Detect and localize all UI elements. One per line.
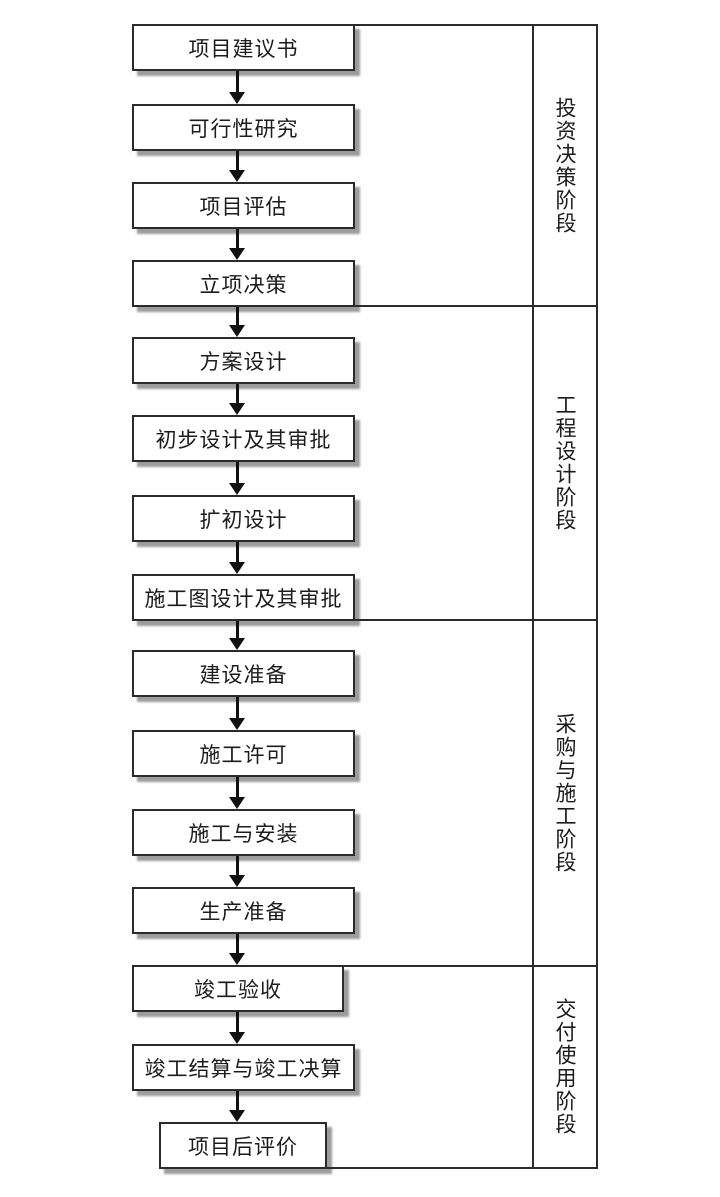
arrow-stem (235, 621, 239, 638)
flow-arrow (229, 542, 245, 574)
flow-step-box: 项目建议书 (132, 24, 355, 71)
arrow-stem (235, 1091, 239, 1110)
stage-label: 工程设计阶段 (553, 394, 577, 532)
stage-divider-bottom (325, 1167, 598, 1169)
stage-cell: 工程设计阶段 (534, 307, 596, 619)
stage-label: 投资决策阶段 (553, 96, 577, 235)
stage-cell: 采购与施工阶段 (534, 621, 596, 965)
arrow-stem (235, 856, 239, 875)
arrow-stem (235, 71, 239, 92)
arrow-stem (235, 542, 239, 562)
flow-step-box: 扩初设计 (132, 495, 355, 542)
arrow-down-icon (229, 325, 245, 337)
arrow-down-icon (229, 875, 245, 887)
flow-step-box: 项目评估 (132, 182, 355, 229)
arrow-stem (235, 462, 239, 483)
flow-step-box: 建设准备 (132, 650, 355, 697)
arrow-down-icon (229, 1110, 245, 1122)
arrow-stem (235, 384, 239, 403)
flow-step-box: 立项决策 (132, 260, 355, 307)
flow-arrow (229, 71, 245, 104)
arrow-down-icon (229, 638, 245, 650)
stage-divider (342, 965, 598, 967)
flow-arrow (229, 1091, 245, 1122)
arrow-down-icon (229, 483, 245, 495)
arrow-down-icon (229, 797, 245, 809)
flow-arrow (229, 384, 245, 415)
flow-step-box: 竣工验收 (132, 965, 344, 1012)
flow-step-box: 施工与安装 (132, 809, 355, 856)
stage-label: 采购与施工阶段 (553, 712, 577, 874)
arrow-down-icon (229, 1032, 245, 1044)
flow-step-box: 方案设计 (132, 337, 355, 384)
arrow-down-icon (229, 562, 245, 574)
flow-step-box: 项目后评价 (159, 1122, 327, 1169)
flow-step-box: 施工许可 (132, 730, 355, 777)
arrow-down-icon (229, 403, 245, 415)
arrow-down-icon (229, 718, 245, 730)
stage-label: 交付使用阶段 (553, 998, 577, 1136)
stage-column-left-line (532, 24, 534, 1169)
flow-arrow (229, 934, 245, 965)
flow-arrow (229, 621, 245, 650)
arrow-stem (235, 229, 239, 248)
stage-cell: 投资决策阶段 (534, 26, 596, 305)
arrow-down-icon (229, 170, 245, 182)
flow-arrow (229, 856, 245, 887)
arrow-down-icon (229, 92, 245, 104)
flow-arrow (229, 307, 245, 337)
arrow-down-icon (229, 248, 245, 260)
flow-arrow (229, 151, 245, 182)
flow-arrow (229, 1012, 245, 1044)
stage-divider (353, 305, 598, 307)
arrow-stem (235, 151, 239, 170)
arrow-stem (235, 777, 239, 797)
stage-cell: 交付使用阶段 (534, 967, 596, 1167)
flow-step-box: 竣工结算与竣工决算 (132, 1044, 355, 1091)
flow-step-box: 可行性研究 (132, 104, 355, 151)
stage-divider-top (353, 24, 598, 26)
arrow-stem (235, 1012, 239, 1032)
flow-arrow (229, 777, 245, 809)
flow-arrow (229, 697, 245, 730)
flow-arrow (229, 229, 245, 260)
stage-divider (353, 619, 598, 621)
flow-step-box: 初步设计及其审批 (132, 415, 355, 462)
arrow-stem (235, 934, 239, 953)
flow-step-box: 施工图设计及其审批 (132, 574, 355, 621)
flow-step-box: 生产准备 (132, 887, 355, 934)
arrow-stem (235, 697, 239, 718)
flow-arrow (229, 462, 245, 495)
arrow-down-icon (229, 953, 245, 965)
arrow-stem (235, 307, 239, 325)
stage-column-right-line (596, 24, 598, 1169)
